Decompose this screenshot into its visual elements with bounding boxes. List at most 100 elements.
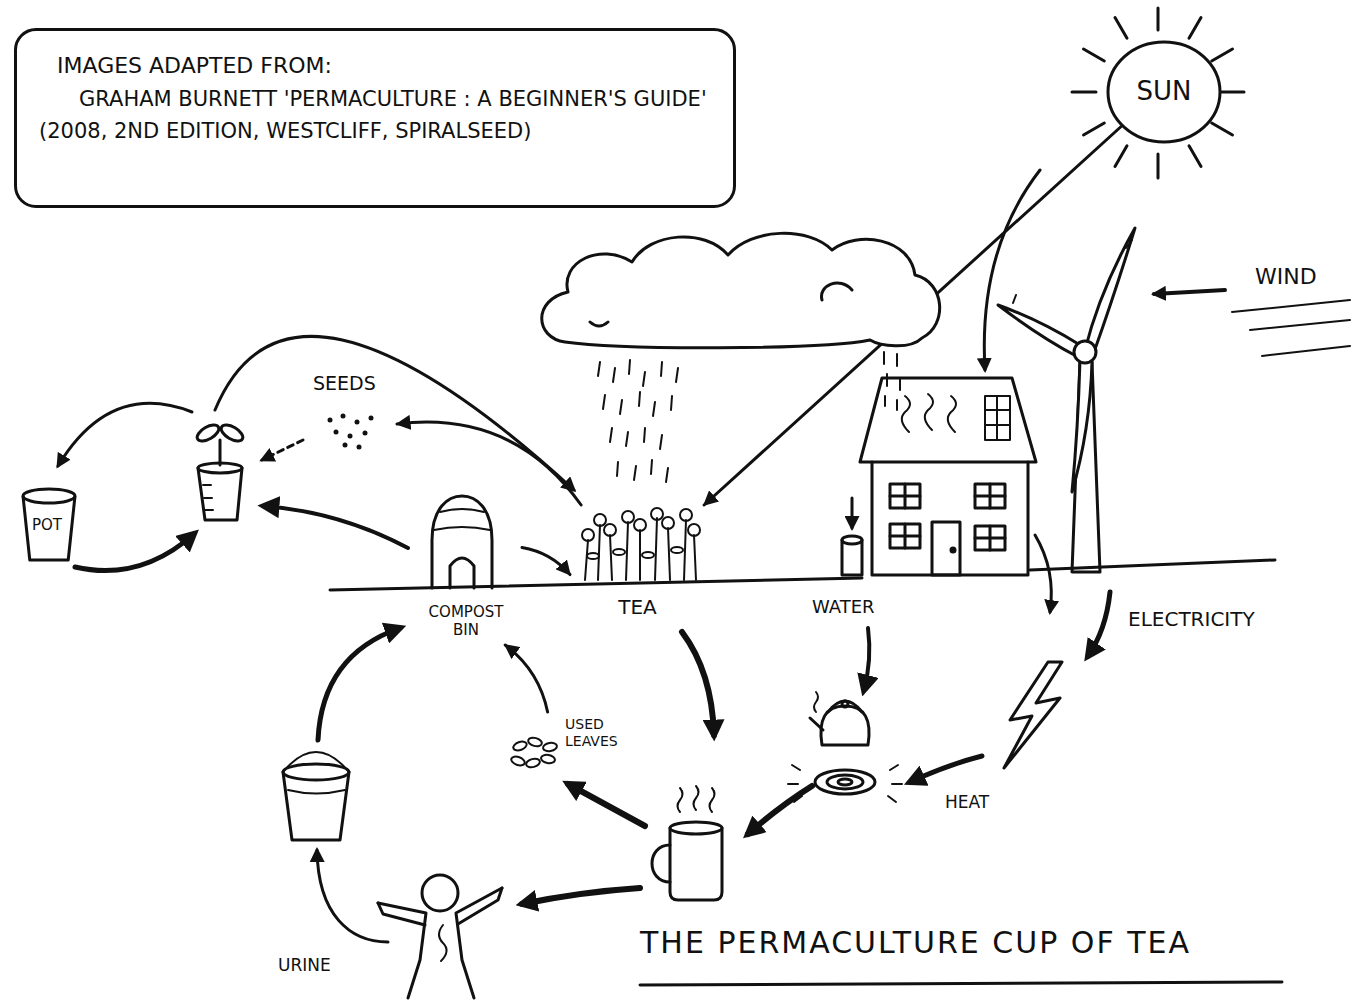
mug-arrows: [522, 784, 645, 904]
rain: [598, 352, 900, 482]
cloud-drawing: [542, 233, 940, 347]
seed-dots-part: [355, 420, 360, 425]
mug-drawing-part: [670, 822, 722, 834]
rain-part: [598, 360, 678, 482]
kettle-and-stove-part: [838, 779, 852, 785]
house-drawing-part: [932, 522, 960, 575]
tea-to-mug-arrow-part: [748, 786, 812, 834]
seedling-arrows-part: [75, 534, 194, 571]
text-label: WATER: [812, 596, 875, 618]
tea-plants-part: [671, 547, 683, 553]
used-leaves-drawing-part: [540, 754, 555, 764]
sun-rays-part: [1072, 8, 1244, 178]
tea-plants-part: [585, 518, 696, 580]
cloud-drawing-part: [542, 233, 940, 347]
person-drawing-part: [378, 888, 502, 998]
seed-dots-part: [343, 443, 348, 448]
mug-arrows-part: [568, 784, 645, 826]
seed-dots-part: [369, 416, 374, 421]
wind-turbine-part: [1013, 240, 1132, 303]
title-underline-part: [640, 982, 1282, 985]
tea-plants-part: [622, 511, 634, 523]
kettle-and-stove-part: [842, 701, 848, 707]
node-text: GRAHAM BURNETT 'PERMACULTURE : A BEGINNE…: [79, 85, 711, 113]
tea-plants-part: [613, 549, 625, 555]
flow-arrow: [397, 422, 581, 505]
node-text: IMAGES ADAPTED FROM:: [57, 51, 711, 81]
seed-dots-part: [348, 434, 353, 439]
house-drawing-part: [975, 526, 1005, 550]
house-drawing-part: [872, 462, 1028, 575]
wind-arrow: [1154, 290, 1350, 356]
sun-to-house-arrow: [984, 170, 1040, 370]
sun-circle: SUN: [1106, 40, 1222, 144]
electricity-arrows-part: [1035, 535, 1051, 612]
seedling-arrows-part: [264, 506, 408, 548]
tea-plants-part: [594, 514, 606, 526]
house-drawing: [842, 378, 1036, 575]
wind-turbine-part: [1074, 341, 1096, 363]
house-drawing-part: [951, 548, 955, 552]
seedling-arrows-part: [58, 403, 192, 466]
flow-arrow: [505, 645, 547, 712]
compost-bin-drawing: [432, 496, 492, 588]
diagram-title: THE PERMACULTURE CUP OF TEA: [640, 925, 1191, 961]
wind-arrow-part: [1232, 300, 1350, 356]
seed-dots-part: [334, 430, 339, 435]
used-leaves-drawing: [510, 736, 558, 768]
seedling-arrows: [58, 336, 574, 570]
kettle-and-stove-part: [827, 775, 863, 789]
tea-plants-part: [587, 553, 599, 559]
seedling-pot-part: [203, 485, 213, 510]
pot-rim: [23, 489, 75, 503]
house-drawing-part: [902, 394, 956, 432]
heat-arrow-part: [910, 756, 982, 782]
tea-plants-part: [604, 524, 616, 536]
house-drawing-part: [975, 484, 1005, 508]
text-label: URINE: [278, 955, 331, 975]
node-text: TEA: [570, 595, 705, 619]
urine-arrow: [317, 850, 388, 942]
kettle-and-stove: [788, 628, 902, 802]
node-text: SEEDS: [313, 372, 376, 395]
house-drawing-part: [851, 498, 854, 528]
tea-plants-part: [662, 517, 674, 529]
house-drawing-part: [890, 484, 920, 508]
pot-shape: POT: [18, 484, 80, 564]
compost-bin: COMPOST BIN: [410, 495, 522, 645]
reference-box: IMAGES ADAPTED FROM: GRAHAM BURNETT 'PERM…: [14, 28, 736, 208]
tea-plants-part: [582, 529, 594, 541]
seedling-arrows-part: [215, 336, 574, 490]
text-label: WIND: [1255, 264, 1317, 290]
mug-drawing: [652, 786, 722, 900]
person-drawing-part: [422, 875, 458, 911]
house-drawing-part: [860, 378, 1036, 462]
kettle-and-stove-part: [828, 701, 862, 712]
electricity-arrows-part: [1004, 662, 1062, 768]
bucket-drawing-part: [283, 752, 349, 772]
bucket-drawing-part: [318, 628, 400, 740]
person-drawing-part: [439, 925, 447, 961]
seed-dots: [328, 414, 374, 450]
person-drawing: [378, 875, 502, 998]
text-label: HEAT: [945, 792, 989, 812]
tea-to-mug-arrow: [682, 632, 812, 834]
wind-arrow-part: [1154, 290, 1225, 294]
bucket-drawing: [283, 628, 400, 840]
kettle-and-stove-part: [864, 628, 869, 690]
tea-plants-part: [688, 524, 700, 536]
seedling-pot-part: [219, 422, 246, 444]
bucket-drawing-part: [283, 764, 349, 780]
node-text: COMPOST BIN: [421, 603, 511, 639]
kettle-and-stove-part: [814, 692, 818, 712]
compost-bin-drawing-part: [450, 558, 474, 588]
mug-arrows-part: [522, 888, 640, 904]
wind-turbine: [998, 228, 1135, 572]
tea-plants-part: [634, 519, 646, 531]
kettle-and-stove-part: [815, 770, 875, 794]
bucket-drawing-part: [288, 790, 345, 794]
mug-drawing-part: [670, 828, 722, 900]
kettle-and-stove-part: [788, 765, 902, 802]
mug-drawing-part: [652, 845, 670, 882]
